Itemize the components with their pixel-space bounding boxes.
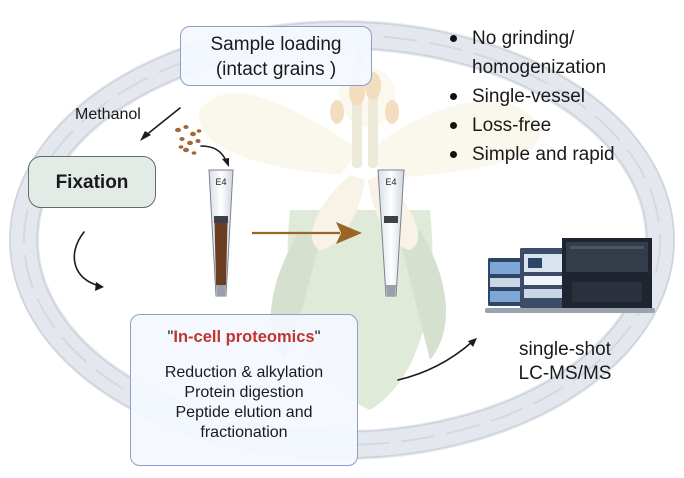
transfer-arrow	[252, 222, 362, 244]
pipette-tip-right	[377, 169, 405, 297]
lc-ms-instrument	[485, 238, 655, 313]
feature-item: Loss-free	[444, 111, 615, 140]
feature-item: Single-vessel	[444, 82, 615, 111]
step-text: Protein digestion	[184, 384, 304, 401]
in-cell-title-text: In-cell proteomics	[173, 328, 315, 346]
sample-loading-line1: Sample loading	[210, 34, 342, 55]
incell-to-ms-arrow	[397, 341, 473, 381]
bullet-icon	[450, 122, 457, 129]
grain-arrow	[200, 145, 227, 162]
feature-item: Simple and rapid	[444, 140, 615, 169]
sample-loading-line2: (intact grains )	[215, 59, 337, 80]
fixation-to-incell-arrow	[73, 231, 101, 287]
in-cell-title: "In-cell proteomics"	[167, 328, 321, 346]
step-text: Reduction & alkylation	[164, 364, 324, 381]
instrument-line2: LC-MS/MS	[518, 363, 612, 384]
feature-item: No grinding/	[444, 24, 615, 53]
step-text: fractionation	[200, 424, 288, 441]
fixation-box: Fixation	[28, 156, 156, 208]
pipette-tip-left	[208, 169, 234, 297]
in-cell-proteomics-box: "In-cell proteomics" Reduction & alkylat…	[130, 314, 358, 466]
grain-particles	[175, 125, 202, 155]
bullet-icon	[450, 93, 457, 100]
methanol-label: Methanol	[75, 106, 141, 123]
instrument-line1: single-shot	[519, 339, 611, 360]
arrowheads	[95, 131, 477, 347]
fixation-label: Fixation	[55, 172, 129, 193]
bullet-icon	[450, 151, 457, 158]
methanol-arrow	[144, 107, 181, 137]
sample-loading-box: Sample loading (intact grains )	[180, 26, 372, 86]
step-text: Peptide elution and	[175, 404, 313, 421]
feature-list: No grinding/ homogenization Single-vesse…	[444, 24, 615, 169]
bullet-icon	[450, 35, 457, 42]
feature-item: homogenization	[472, 57, 607, 78]
instrument-label: single-shot LC-MS/MS	[480, 338, 650, 386]
